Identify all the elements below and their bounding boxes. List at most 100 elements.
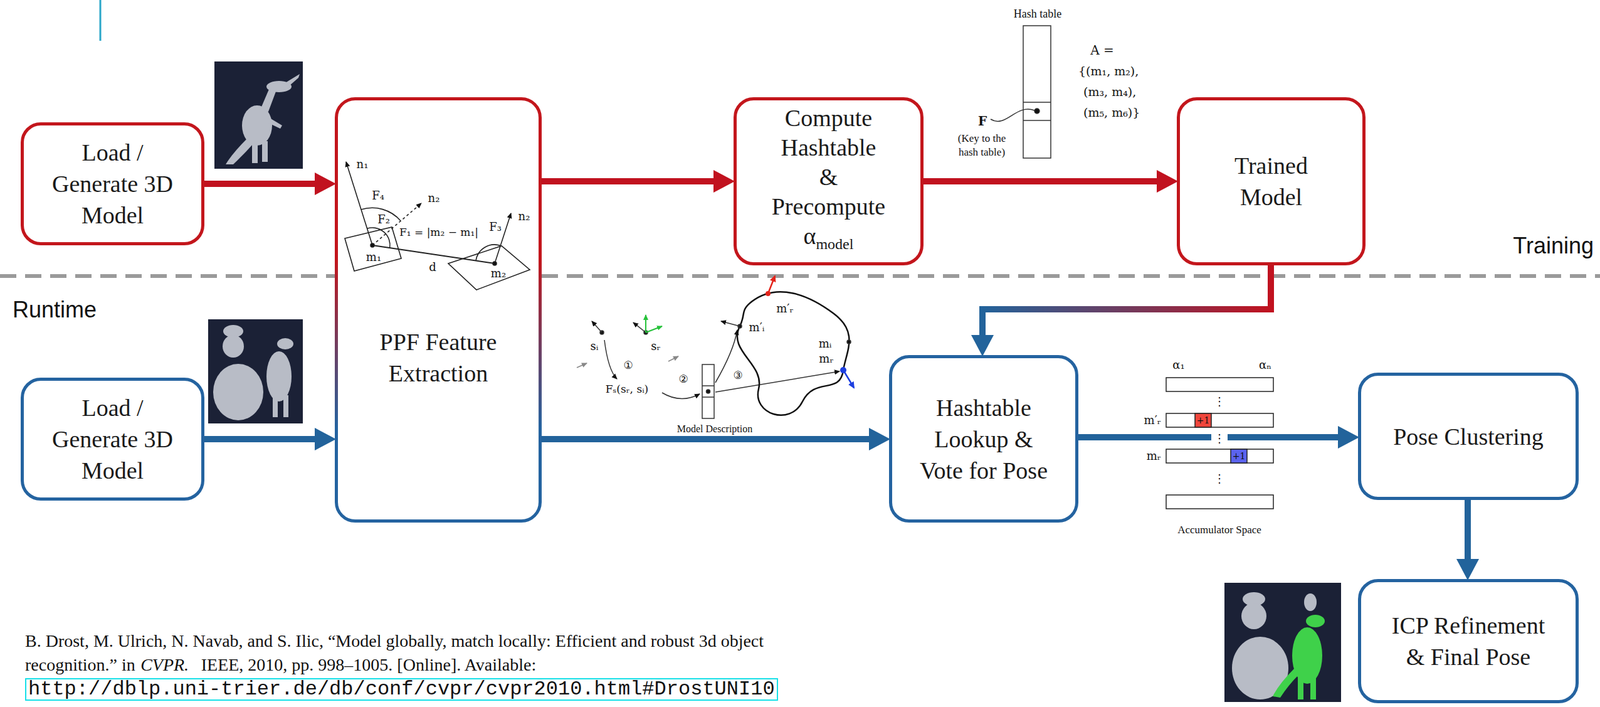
math-label: sᵣ: [650, 339, 661, 353]
callout-number: ③: [732, 368, 743, 382]
accumulator-space-part: [1166, 494, 1274, 509]
ellipsis-mark: ⋮: [1213, 471, 1226, 486]
section-label: Runtime: [12, 295, 97, 323]
reference-venue: CVPR.: [140, 654, 189, 674]
math-label: Fₛ(sᵣ, sᵢ): [605, 382, 649, 395]
box-label: Load / Generate 3D Model: [52, 394, 174, 484]
model-description-figure-part: [768, 275, 775, 294]
result-render-part-part: [1304, 593, 1317, 611]
accumulator-space-part: [1166, 377, 1274, 392]
ppf-geometry-part: [344, 226, 402, 271]
flow-arrow: [923, 178, 1157, 185]
model-description-figure-part: [702, 384, 715, 387]
result-render-part-part: [1310, 677, 1316, 700]
section-divider-part: [0, 273, 335, 278]
ppf-geometry-part: [492, 261, 497, 266]
flow-arrow: [1464, 499, 1471, 559]
result-render-part-part: [1241, 602, 1267, 629]
ppf-geometry-part: [475, 244, 501, 261]
scene-render: [208, 319, 303, 424]
ppf-geometry-part: [448, 245, 530, 290]
result-render: [1224, 582, 1342, 702]
model-description-figure-part: [576, 363, 587, 368]
math-label: F: [978, 113, 987, 129]
box-outline: [336, 99, 541, 522]
process-box: Hashtable Lookup & Vote for Pose: [889, 354, 1079, 523]
process-box: Pose Clustering: [1357, 372, 1579, 500]
ppf-geometry-part: [370, 243, 375, 248]
box-label: Hashtable Lookup & Vote for Pose: [919, 394, 1048, 484]
scene-render-part-part: [272, 394, 278, 417]
scene-render-part-part: [277, 337, 294, 350]
math-label: m₂: [490, 266, 506, 281]
figure-note: (Key to the hash table): [952, 131, 1012, 160]
figure-caption: Hash table: [1013, 7, 1062, 22]
box-label-group: PPF Feature Extraction: [356, 326, 520, 389]
math-label: m′ᵣ: [1144, 413, 1162, 427]
output-box: ICP Refinement & Final Pose: [1357, 578, 1579, 703]
result-render-part-part: [1305, 614, 1325, 627]
scene-render-part-part: [213, 363, 264, 421]
ppf-geometry-part: [346, 161, 373, 246]
input-box: Load / Generate 3D Model: [20, 122, 205, 246]
callout-number: ①: [623, 358, 633, 372]
accumulator-space-part: [1194, 413, 1212, 427]
ppf-geometry-part: [367, 227, 391, 248]
input-box: Load / Generate 3D Model: [20, 377, 205, 501]
process-box: Compute Hashtable & Precompute αmodel: [733, 97, 924, 266]
ellipsis-mark: ⋮: [1211, 431, 1228, 446]
scene-render-part: [213, 324, 294, 421]
box-label: Trained Model: [1234, 152, 1308, 211]
hash-table-figure-part: [1023, 119, 1051, 122]
scene-render-part-part: [222, 334, 244, 358]
box-label-group: Load / Generate 3D Model: [47, 136, 179, 231]
math-label: sᵢ: [590, 339, 599, 353]
accumulator-space-part: [1166, 413, 1274, 427]
scene-render-part-part: [283, 394, 289, 417]
model-render-part-part: [268, 117, 283, 129]
callout-number: ②: [678, 372, 688, 385]
math-label: F₂: [377, 212, 390, 227]
model-description-figure-part: [706, 389, 711, 394]
model-description-figure-part: [737, 291, 850, 416]
reference-text: IEEE, 2010, pp. 998–1005. [Online]. Avai…: [201, 654, 537, 674]
model-description-figure-part: [847, 339, 851, 344]
math-label: (m₅, m₆)}: [1083, 105, 1140, 120]
ppf-geometry-part: [372, 203, 422, 246]
flow-arrow: [204, 180, 315, 187]
flow-arrow: [1078, 433, 1338, 441]
math-label: n₂: [428, 191, 441, 206]
vote-mark: +1: [1196, 415, 1211, 426]
figure-caption: Accumulator Space: [1177, 523, 1262, 537]
scene-render-part: [208, 319, 303, 424]
model-description-figure: [576, 275, 854, 419]
corner-accent: [99, 0, 102, 41]
model-description-figure-part: [721, 321, 740, 327]
result-render-part-part: [1272, 667, 1300, 698]
model-description-figure-part: [645, 326, 663, 333]
accumulator-space: [1166, 377, 1274, 509]
model-render-part-part: [285, 73, 300, 87]
ellipsis-mark: ⋮: [1213, 394, 1226, 409]
box-label: Load / Generate 3D Model: [52, 139, 174, 229]
model-render-part-part: [262, 141, 268, 162]
flow-arrow: [541, 178, 714, 185]
subscript-text: model: [815, 235, 854, 253]
hash-table-figure-part: [990, 109, 1035, 122]
math-label: n₂: [518, 209, 531, 224]
box-label-group: Trained Model: [1208, 149, 1335, 213]
box-label: Pose Clustering: [1393, 423, 1544, 450]
box-label-group: ICP Refinement & Final Pose: [1383, 609, 1553, 673]
hash-table-figure-part: [1034, 108, 1040, 114]
box-label-group: Load / Generate 3D Model: [47, 391, 179, 486]
ppf-geometry: [344, 161, 530, 290]
model-description-figure-part: [604, 339, 617, 379]
model-description-figure-part: [702, 364, 715, 419]
math-label: {(m₁, m₂),: [1078, 63, 1139, 79]
model-render-part: [225, 73, 300, 165]
math-label: α₁: [1172, 357, 1185, 372]
math-label: mᵢ: [818, 336, 832, 351]
model-description-figure-part: [668, 356, 679, 362]
